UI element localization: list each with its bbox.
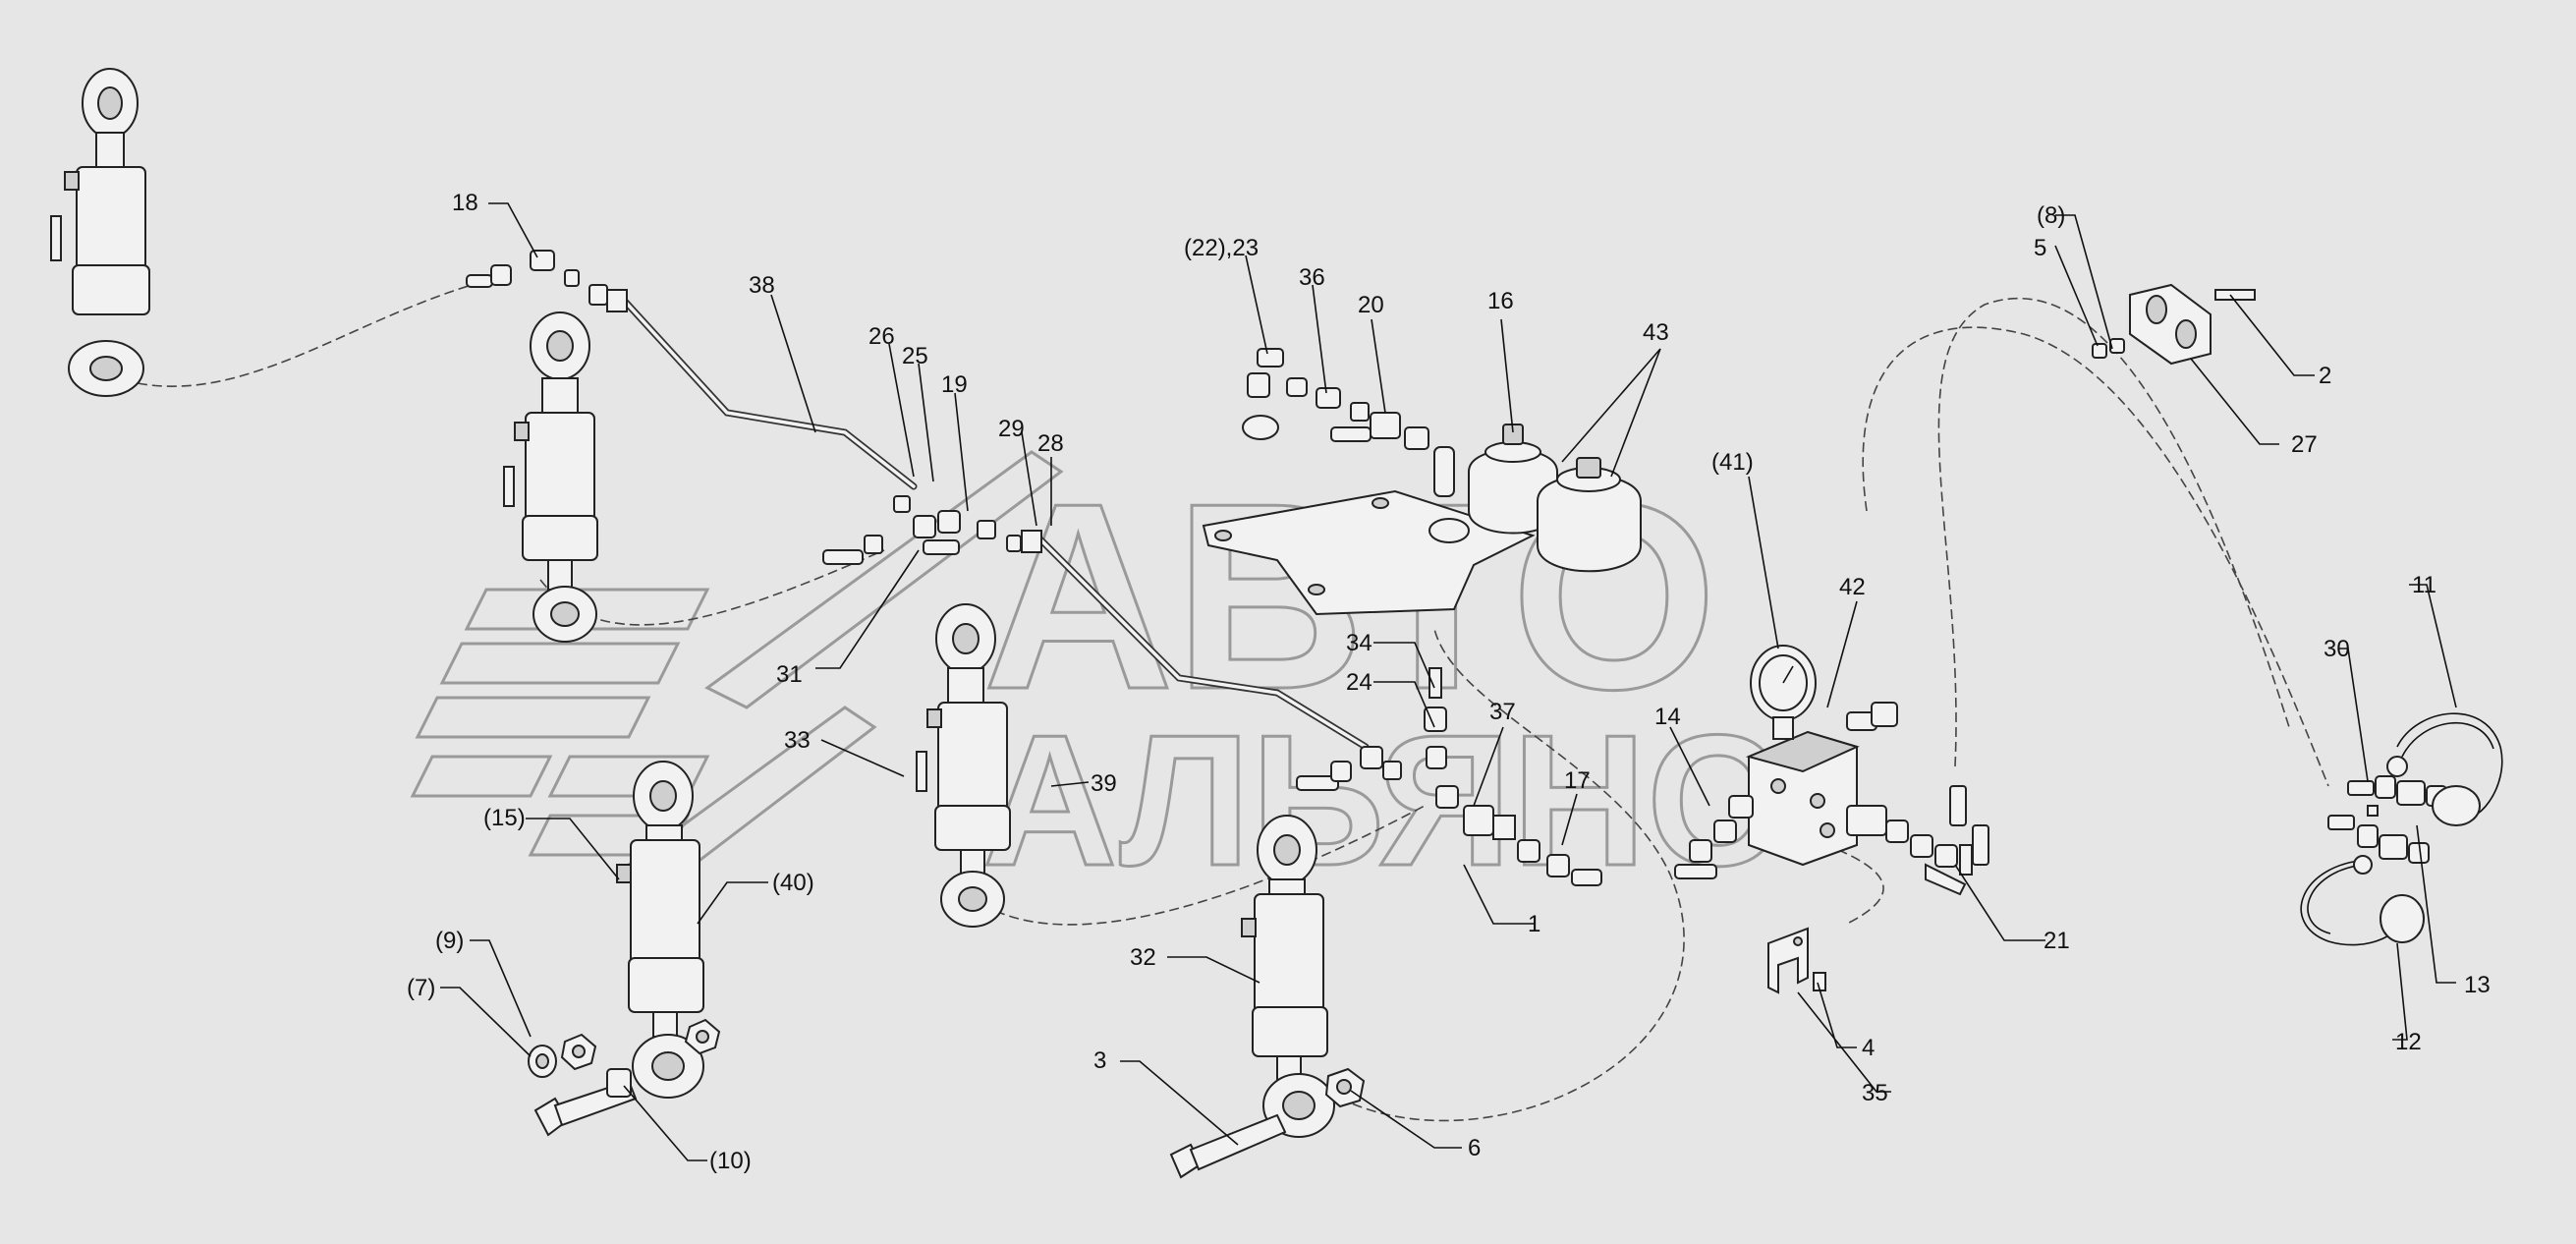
nut-6: [1324, 1067, 1366, 1108]
callout-17: 17: [1564, 767, 1591, 794]
valve-block: [1674, 702, 1989, 896]
hydraulic-cylinder-39: [916, 603, 1011, 928]
coupler-30: [2327, 815, 2430, 864]
hydraulic-cylinder-40: [616, 761, 704, 1099]
callout-37: 37: [1489, 699, 1516, 725]
callout-4: 4: [1862, 1035, 1875, 1061]
hydraulic-cylinder-a: [50, 68, 150, 397]
callout-14: 14: [1654, 704, 1681, 730]
nut-9: [560, 1033, 597, 1071]
clamp-27: [2092, 283, 2256, 366]
watermark-line2: АЛЬЯНС: [982, 697, 1781, 905]
callout-41: (41): [1711, 449, 1754, 476]
callout-15: (15): [483, 805, 526, 831]
fittings-group-center: [1296, 667, 1602, 886]
callout-10: (10): [709, 1148, 752, 1174]
callout-38: 38: [749, 272, 775, 299]
dust-cap-12: [2300, 855, 2425, 946]
callout-1: 1: [1528, 911, 1540, 937]
callout-9: (9): [435, 928, 464, 954]
accumulator-43: [1537, 457, 1642, 573]
callout-18: 18: [452, 190, 478, 216]
callout-25: 25: [902, 343, 928, 369]
callout-2: 2: [2319, 363, 2331, 389]
bolt-10: [533, 1068, 638, 1137]
callout-40: (40): [772, 870, 814, 896]
callout-21: 21: [2044, 928, 2070, 954]
callout-39: 39: [1091, 770, 1117, 797]
callout-13: 13: [2464, 972, 2491, 998]
callout-3: 3: [1093, 1047, 1106, 1074]
leader-lines: [440, 202, 2457, 1161]
hydraulic-cylinder-c: [1241, 815, 1335, 1138]
callout-27: 27: [2291, 431, 2318, 458]
coupler-13: [2347, 775, 2447, 817]
nut-top-right: [684, 1018, 721, 1055]
callout-26: 26: [868, 323, 895, 350]
callout-12: 12: [2395, 1029, 2422, 1055]
callout-43: 43: [1643, 319, 1669, 346]
callout-29: 29: [998, 416, 1025, 442]
callout-6: 6: [1468, 1135, 1481, 1161]
callout-34: 34: [1346, 630, 1372, 656]
callout-30: 30: [2324, 636, 2350, 662]
bolt-3: [1169, 1113, 1287, 1179]
callout-labels: 18 38 26 25 19 29 28 31 (22),23 36 20 16…: [407, 190, 2491, 1174]
callout-24: 24: [1346, 669, 1372, 696]
callout-31: 31: [776, 661, 803, 688]
callout-28: 28: [1037, 430, 1064, 457]
callout-5: 5: [2034, 235, 2046, 261]
callout-7: (7): [407, 975, 435, 1001]
callout-33: 33: [784, 727, 811, 754]
callout-32: 32: [1130, 944, 1156, 971]
callout-16: 16: [1487, 288, 1514, 314]
callout-42: 42: [1839, 574, 1866, 600]
callout-11: 11: [2412, 572, 2436, 598]
callout-19: 19: [941, 371, 968, 398]
hydraulic-cylinder-b: [503, 311, 598, 643]
rigid-pipes: [615, 291, 1370, 751]
callout-22-23: (22),23: [1184, 235, 1259, 261]
mounting-bracket-35: [1767, 927, 1826, 994]
dust-cap-11: [2386, 712, 2503, 826]
callout-36: 36: [1299, 264, 1325, 291]
callout-20: 20: [1358, 292, 1384, 318]
pressure-gauge: [1750, 645, 1817, 740]
fittings-group-left: [466, 250, 1042, 565]
washer-7: [528, 1045, 557, 1078]
callout-35: 35: [1862, 1080, 1888, 1106]
callout-8: (8): [2037, 202, 2065, 229]
hoses: [137, 284, 2329, 1122]
fittings-group-top: [1242, 348, 1470, 543]
